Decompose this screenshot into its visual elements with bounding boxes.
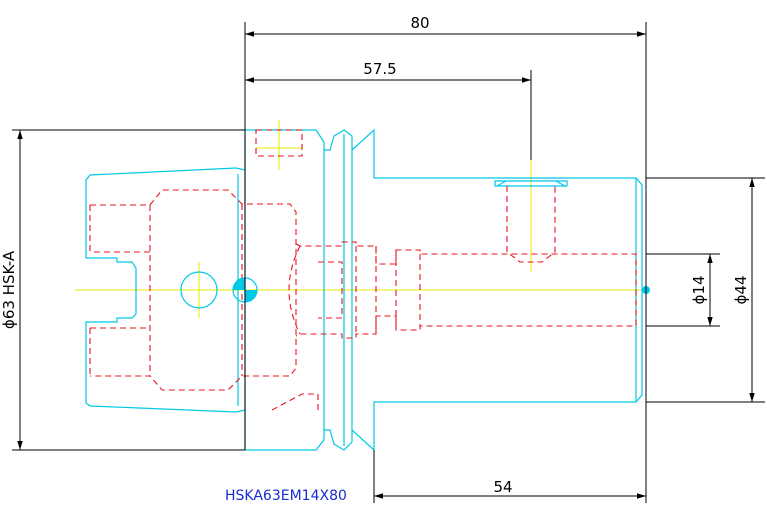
- bore-arc-hidden: [288, 245, 301, 335]
- bore-diameter-label: ϕ14: [690, 276, 708, 305]
- hidden-lines: [89, 129, 637, 412]
- bore-depth-label: 57.5: [363, 60, 396, 78]
- body-diameter-label: ϕ44: [732, 276, 750, 305]
- axis-markers: [232, 277, 650, 303]
- set-screw-hole-hidden: [506, 186, 556, 263]
- hsk-slot-hidden-bottom: [89, 327, 150, 376]
- hsk-taper-outline: [85, 167, 246, 413]
- dimension-labels: 80 57.5 54 ϕ63 HSK-A ϕ14 ϕ44: [0, 14, 750, 496]
- part-number-label: HSKA63EM14X80: [225, 488, 347, 504]
- origin-marker-fill-2: [245, 290, 257, 302]
- flange-outline: [244, 128, 643, 452]
- hsk-slot-hidden-top: [89, 205, 150, 253]
- bore-step-inner: [318, 261, 343, 319]
- overall-length-label: 80: [410, 14, 429, 32]
- coolant-bore-hidden: [295, 241, 637, 339]
- center-lines: [75, 120, 650, 318]
- pin-hole-circle: [180, 271, 218, 309]
- set-screw-chamfer: [496, 180, 566, 187]
- set-screw-top-outline: [494, 180, 568, 187]
- shank-length-label: 54: [493, 478, 512, 496]
- hsk-cavity-hidden: [90, 189, 297, 391]
- dimension-lines: [12, 22, 765, 503]
- origin-marker-fill-1: [233, 278, 245, 290]
- flange-bottom-slot-hidden: [271, 393, 319, 412]
- hsk-diameter-label: ϕ63 HSK-A: [0, 250, 18, 329]
- flange-top-hole-hidden: [255, 129, 303, 157]
